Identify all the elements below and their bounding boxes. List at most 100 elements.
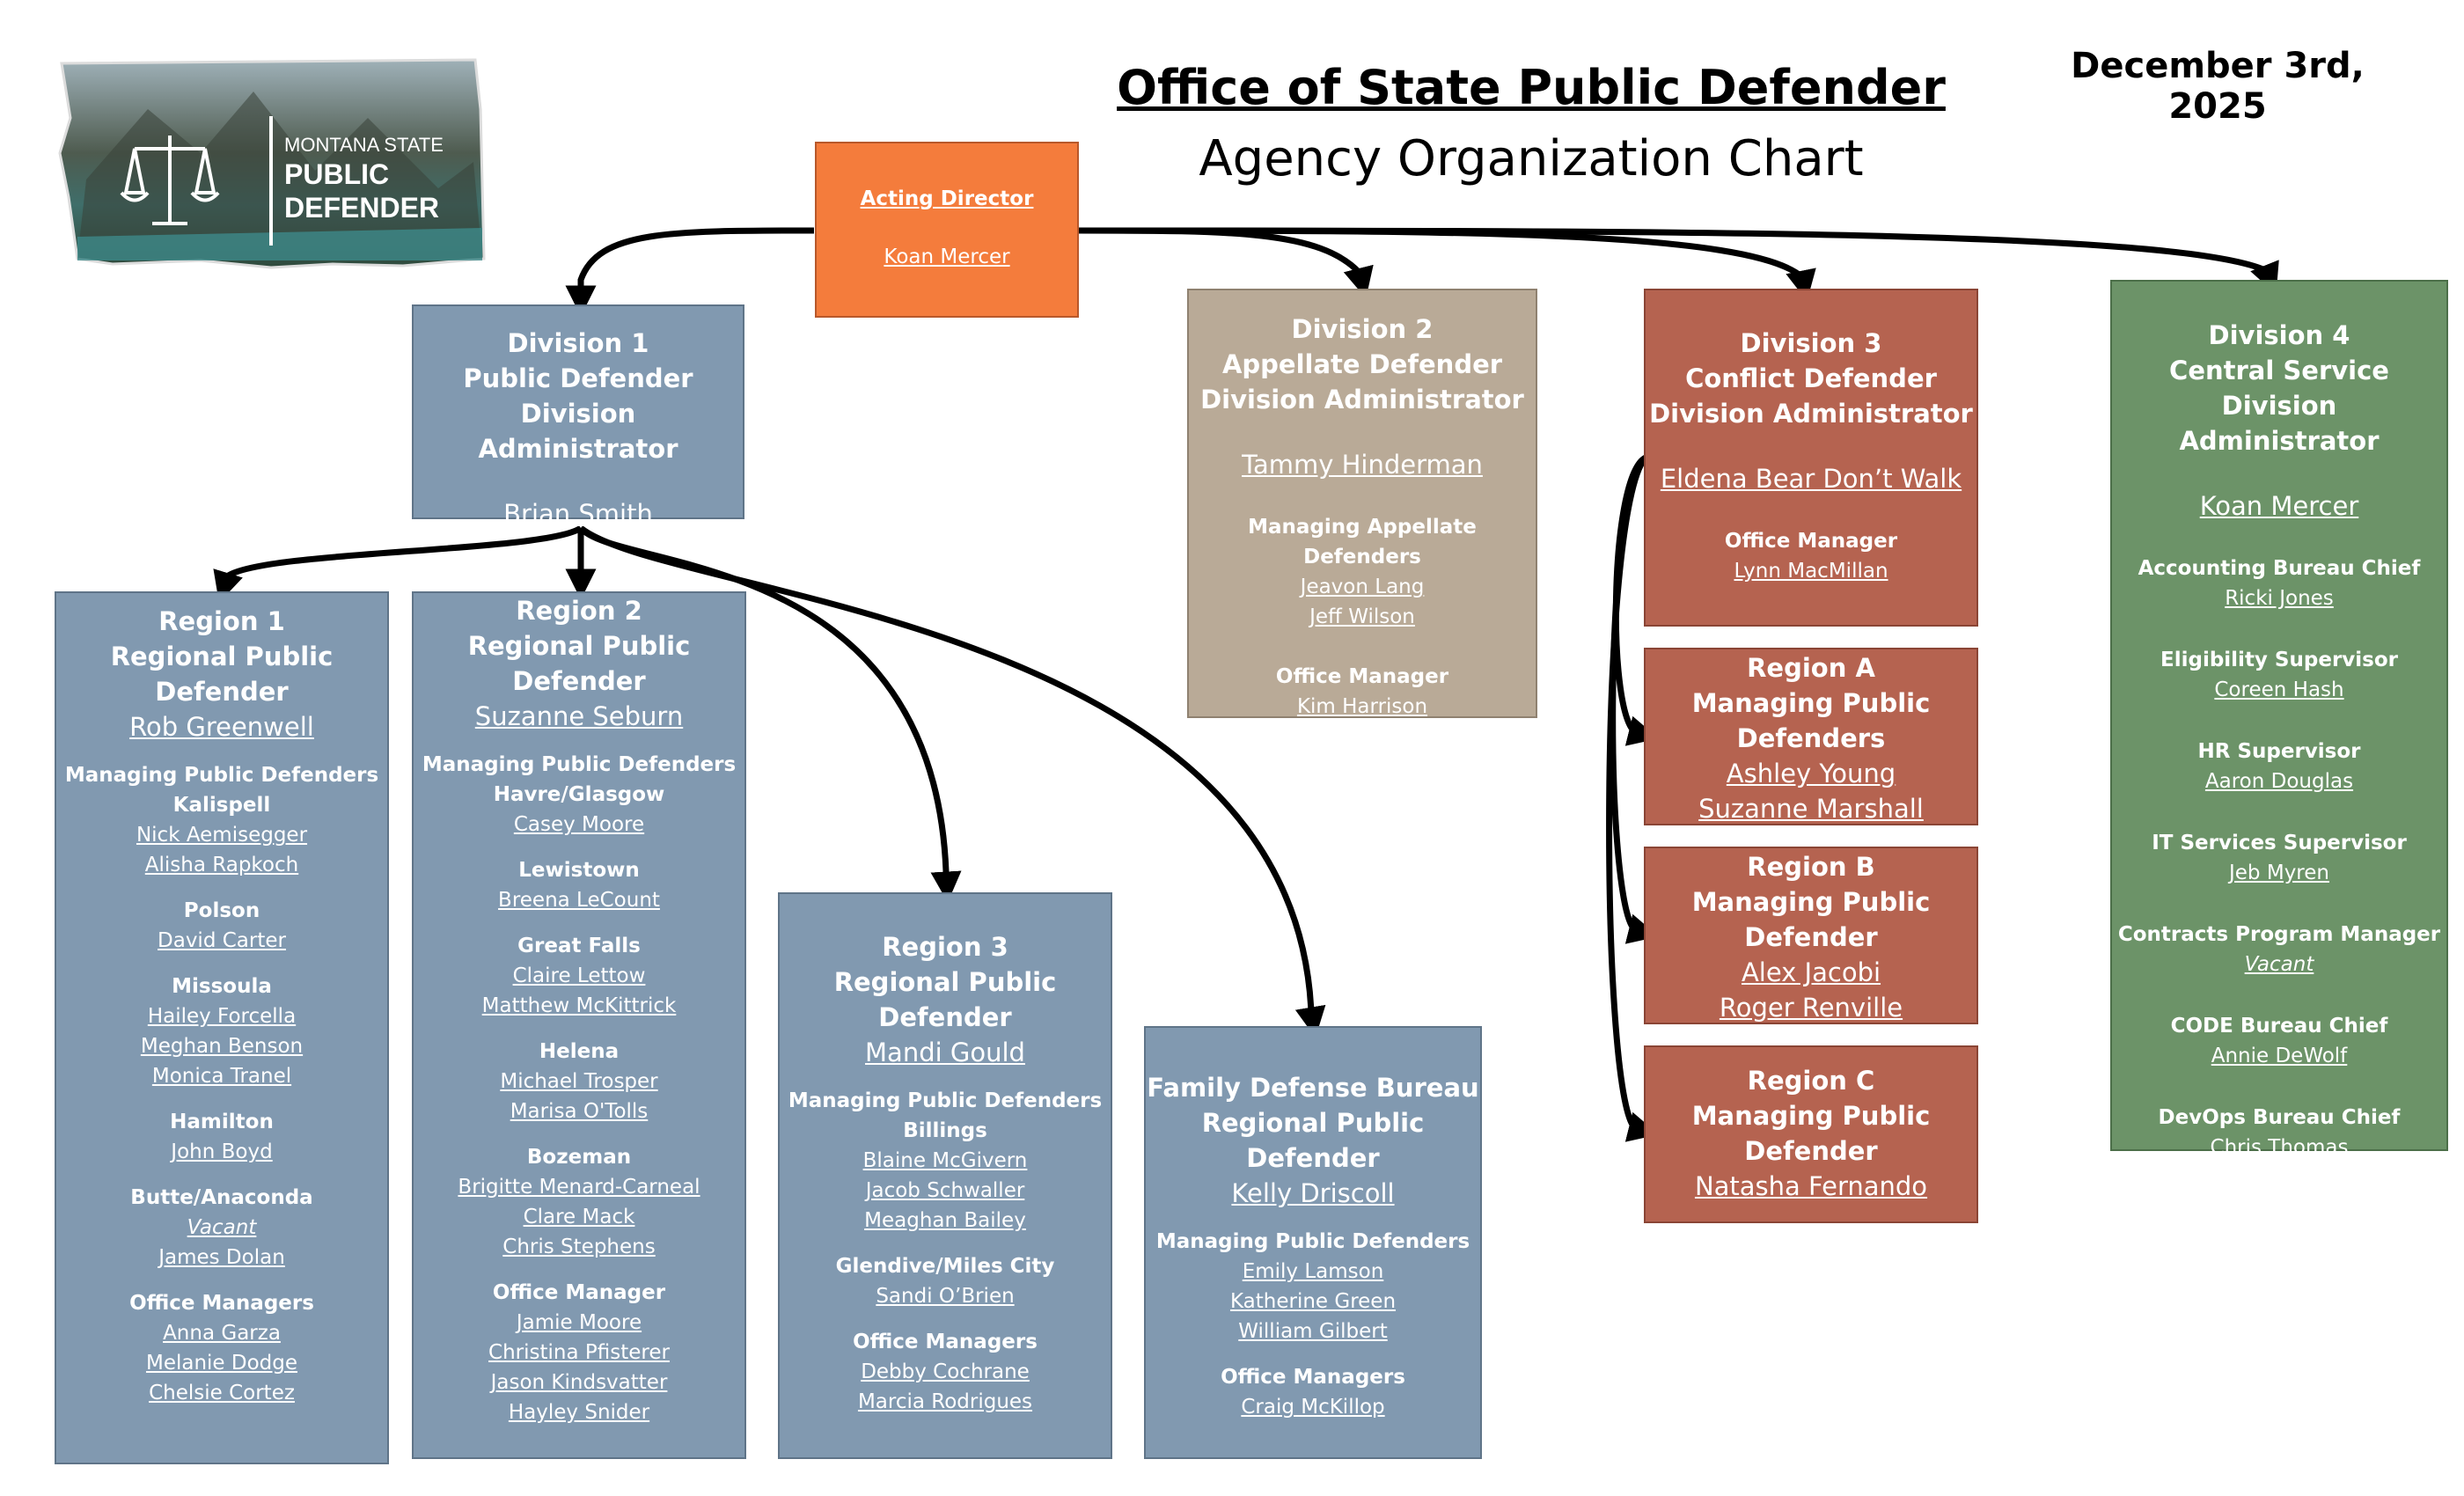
region1-person: Alisha Rapkoch — [144, 854, 299, 876]
family-managing-label: Managing Public Defenders — [1155, 1230, 1470, 1253]
region2-office-city: Lewistown — [518, 859, 640, 882]
region1-regional-defender: Rob Greenwell — [129, 712, 314, 742]
division3-title-line1: Division 3 — [1740, 328, 1882, 358]
region3-person: Blaine McGivern — [862, 1149, 1028, 1172]
family-person: Katherine Green — [1229, 1290, 1397, 1313]
acting-director-box: Acting Director Koan Mercer — [815, 142, 1079, 318]
regionC-title-line2: Managing Public — [1691, 1101, 1931, 1131]
region3-title-line1: Region 3 — [882, 932, 1008, 962]
division3-office-label: Office Manager — [1724, 530, 1898, 553]
region1-person: David Carter — [158, 929, 286, 952]
division4-role-person: Chris Thomas — [2210, 1136, 2349, 1159]
family-regional-defender: Kelly Driscoll — [1231, 1178, 1395, 1208]
region3-managing-label: Managing Public Defenders — [788, 1089, 1103, 1112]
region2-person: Breena LeCount — [498, 889, 660, 912]
division4-role-person: Ricki Jones — [2225, 587, 2334, 610]
regionA-box: Region A Managing Public Defenders Ashle… — [1644, 648, 1978, 825]
division2-section-label: Managing Appellate Defenders — [1248, 516, 1477, 568]
region2-managing-label: Managing Public Defenders — [422, 753, 737, 776]
region3-title-line2: Regional Public Defender — [833, 967, 1057, 1032]
region1-office-manager: Anna Garza — [163, 1322, 281, 1345]
region3-regional-defender: Mandi Gould — [865, 1038, 1025, 1067]
region1-title-line1: Region 1 — [158, 606, 285, 636]
family-office-managers-label: Office Managers — [1221, 1366, 1405, 1389]
region1-person: Nick Aemisegger — [136, 824, 308, 847]
division4-role-person: Coreen Hash — [2214, 678, 2344, 701]
region1-managing-label: Managing Public Defenders — [64, 764, 379, 787]
regionB-person: Alex Jacobi — [1741, 957, 1881, 987]
arrow-division1-to-region1 — [213, 524, 583, 603]
region3-office-managers-label: Office Managers — [853, 1331, 1038, 1353]
logo-line2: PUBLIC — [284, 158, 389, 190]
division2-person: Jeff Wilson — [1309, 605, 1415, 628]
region1-person: John Boyd — [171, 1140, 273, 1163]
region1-office-city: Missoula — [172, 975, 272, 998]
division4-administrator-name: Koan Mercer — [2199, 491, 2359, 521]
division2-box: Division 2 Appellate Defender Division A… — [1187, 289, 1537, 718]
region2-office-manager: Jason Kindsvatter — [490, 1371, 668, 1394]
regionB-title-line1: Region B — [1747, 852, 1875, 882]
arrow-division1-to-family — [578, 525, 1326, 1038]
region3-office-city: Billings — [903, 1119, 987, 1142]
division3-office-person: Lynn MacMillan — [1734, 560, 1888, 583]
regionA-person: Ashley Young — [1726, 759, 1896, 788]
family-title-line1: Family Defense Bureau — [1147, 1073, 1479, 1103]
division3-box: Division 3 Conflict Defender Division Ad… — [1644, 289, 1978, 627]
regionC-box: Region C Managing Public Defender Natash… — [1644, 1045, 1978, 1223]
region2-person: Michael Trosper — [500, 1070, 658, 1093]
region2-office-city: Havre/Glasgow — [493, 783, 665, 806]
division1-administrator-name: Brian Smith — [503, 499, 653, 529]
region3-office-manager: Marcia Rodrigues — [857, 1390, 1033, 1413]
division1-title-line1: Division 1 — [507, 328, 649, 358]
arrow-division3-to-regionC — [1606, 455, 1659, 1142]
division4-role-person: Annie DeWolf — [2211, 1045, 2348, 1067]
region2-office-city: Bozeman — [526, 1146, 632, 1169]
region2-person: Claire Lettow — [512, 964, 646, 987]
region3-office-city: Glendive/Miles City — [835, 1255, 1055, 1278]
region3-box: Region 3 Regional Public Defender Mandi … — [778, 892, 1112, 1459]
division4-role-label: DevOps Bureau Chief — [2158, 1106, 2401, 1129]
family-title-line2: Regional Public Defender — [1201, 1108, 1425, 1173]
division4-role-person: Vacant — [2244, 953, 2314, 976]
chart-title: Office of State Public Defender — [1117, 60, 1946, 115]
region1-office-manager: Chelsie Cortez — [149, 1382, 295, 1404]
region2-title-line1: Region 2 — [516, 596, 642, 626]
family-defense-bureau-box: Family Defense Bureau Regional Public De… — [1144, 1026, 1482, 1459]
montana-state-public-defender-logo: MONTANA STATE PUBLIC DEFENDER — [51, 56, 491, 322]
region1-person: Vacant — [187, 1216, 257, 1239]
region3-office-manager: Debby Cochrane — [861, 1360, 1030, 1383]
regionA-person: Suzanne Marshall — [1698, 794, 1924, 824]
division2-administrator-name: Tammy Hinderman — [1242, 450, 1483, 480]
regionA-title-line3: Defenders — [1736, 723, 1886, 753]
region2-person: Chris Stephens — [502, 1236, 656, 1258]
region2-box: Region 2 Regional Public Defender Suzann… — [412, 591, 746, 1459]
division2-title-line3: Division Administrator — [1200, 385, 1524, 414]
region2-person: Marisa O'Tolls — [510, 1100, 649, 1123]
division2-title-line1: Division 2 — [1291, 314, 1434, 344]
region3-person: Jacob Schwaller — [865, 1179, 1025, 1202]
division4-role-label: HR Supervisor — [2197, 740, 2361, 763]
division2-section-label: Office Manager — [1275, 665, 1449, 688]
division4-role-person: Aaron Douglas — [2204, 770, 2354, 793]
division2-title-line2: Appellate Defender — [1221, 349, 1503, 379]
region2-office-manager: Christina Pfisterer — [488, 1341, 670, 1364]
division4-role-label: IT Services Supervisor — [2152, 832, 2407, 854]
division4-role-person: Jeb Myren — [2229, 862, 2329, 884]
logo-line3: DEFENDER — [284, 192, 439, 224]
division2-person: Kim Harrison — [1296, 695, 1428, 718]
region1-person: Hailey Forcella — [147, 1005, 297, 1028]
region2-person: Clare Mack — [523, 1206, 635, 1228]
family-office-manager: Craig McKillop — [1241, 1396, 1385, 1419]
regionB-title-line3: Defender — [1744, 922, 1878, 952]
division1-title-line3: Administrator — [478, 434, 678, 464]
region1-office-city: Butte/Anaconda — [130, 1186, 313, 1209]
regionA-title-line1: Region A — [1747, 653, 1875, 683]
region2-office-managers-label: Office Manager — [492, 1281, 666, 1304]
regionC-title-line1: Region C — [1747, 1066, 1875, 1096]
regionC-title-line3: Defender — [1744, 1136, 1878, 1166]
division4-role-label: Eligibility Supervisor — [2160, 649, 2398, 671]
family-person: Emily Lamson — [1242, 1260, 1384, 1283]
arrow-division3-to-regionB — [1610, 455, 1659, 944]
division3-title-line3: Division Administrator — [1649, 399, 1973, 429]
